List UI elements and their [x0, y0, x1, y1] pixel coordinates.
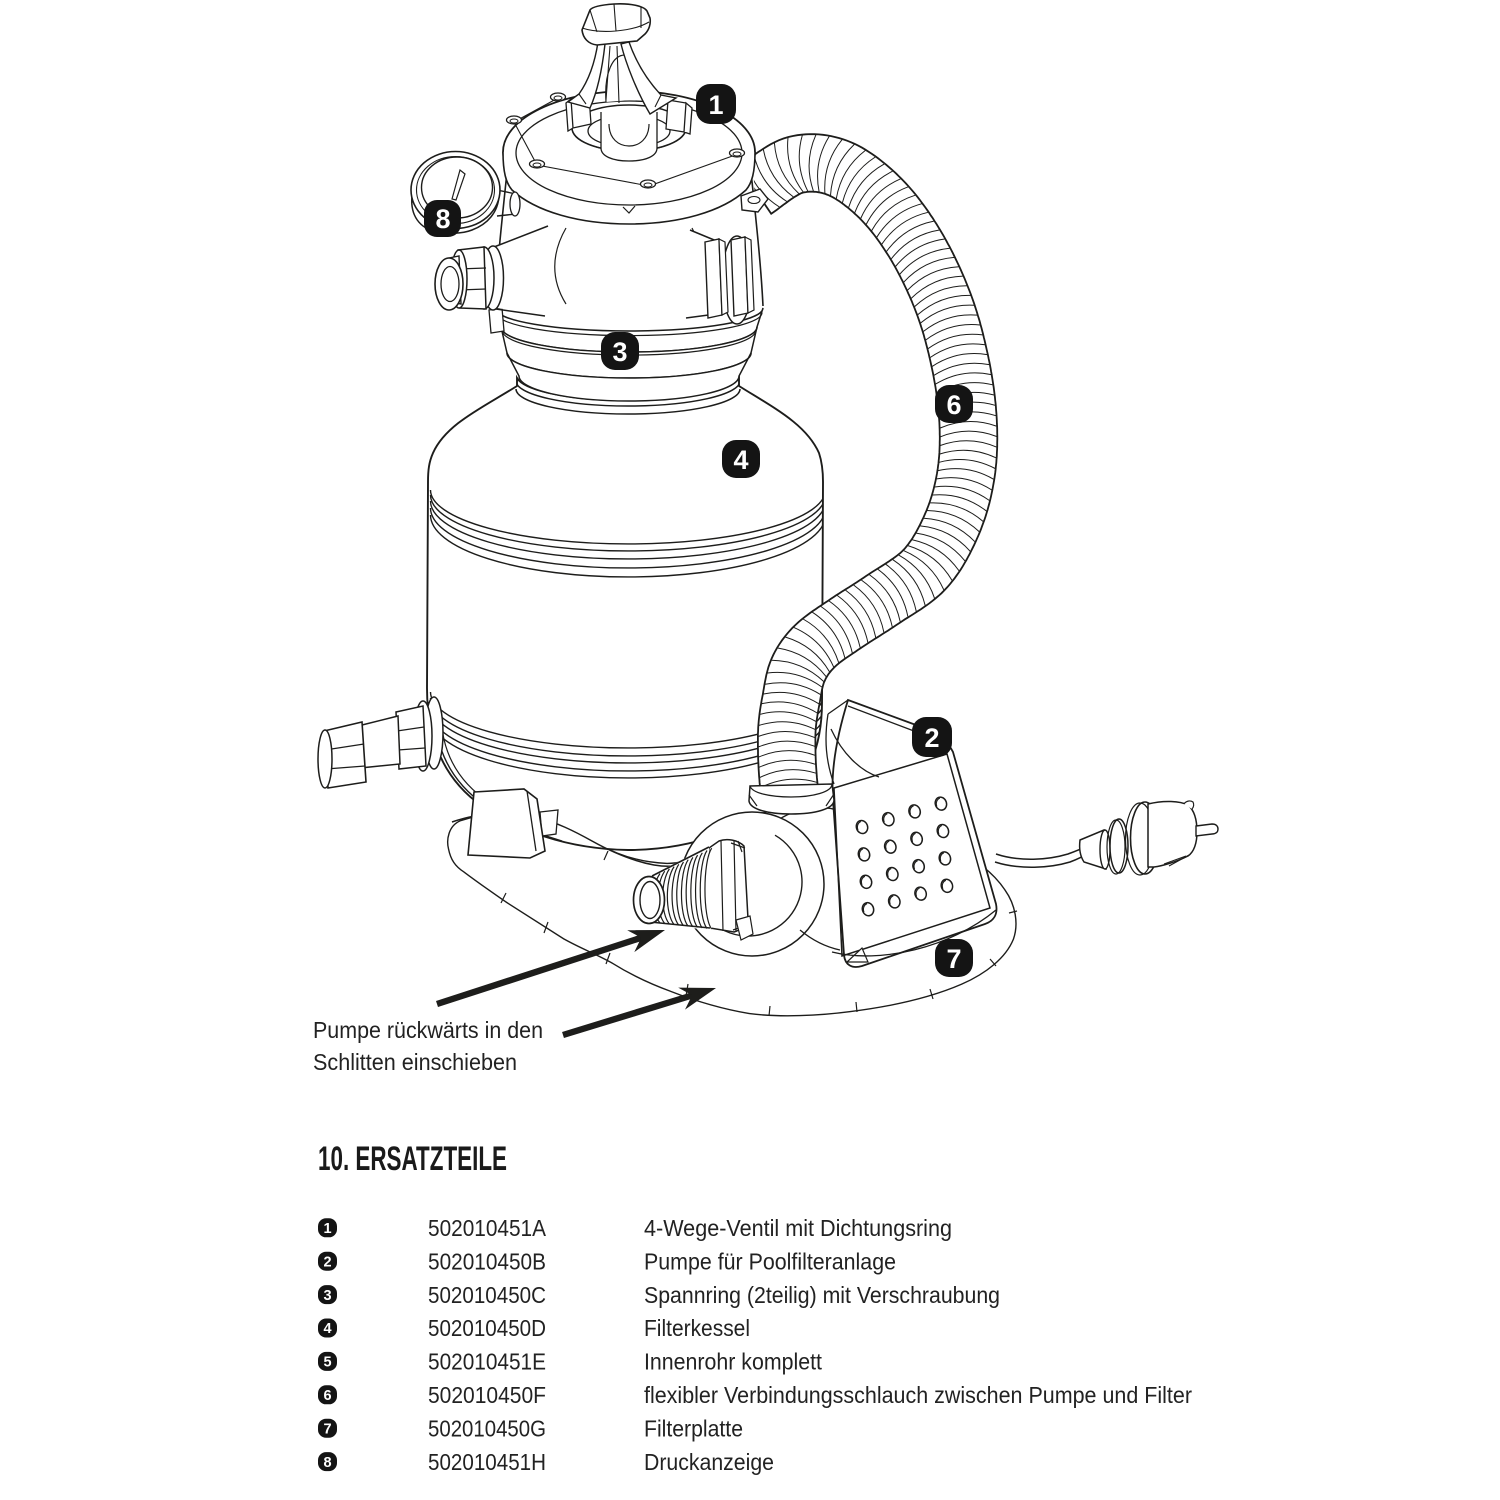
svg-text:6: 6: [946, 390, 961, 420]
svg-text:502010450D: 502010450D: [428, 1315, 546, 1341]
svg-text:2: 2: [924, 723, 939, 753]
svg-text:502010450C: 502010450C: [428, 1282, 546, 1308]
svg-text:502010451H: 502010451H: [428, 1449, 546, 1475]
svg-text:flexibler Verbindungsschlauch: flexibler Verbindungsschlauch zwischen P…: [644, 1382, 1192, 1408]
svg-text:Spannring (2teilig) mit Versch: Spannring (2teilig) mit Verschraubung: [644, 1282, 1000, 1308]
svg-text:Filterplatte: Filterplatte: [644, 1415, 743, 1441]
svg-text:3: 3: [323, 1288, 331, 1304]
svg-text:502010450F: 502010450F: [428, 1382, 546, 1408]
svg-text:3: 3: [612, 337, 627, 367]
svg-text:Filterkessel: Filterkessel: [644, 1315, 750, 1341]
svg-text:4: 4: [323, 1321, 331, 1337]
svg-text:1: 1: [708, 90, 723, 120]
svg-text:Schlitten einschieben: Schlitten einschieben: [313, 1049, 517, 1075]
svg-text:Pumpe rückwärts in den: Pumpe rückwärts in den: [313, 1017, 543, 1043]
svg-text:1: 1: [323, 1221, 331, 1237]
svg-text:10. ERSATZTEILE: 10. ERSATZTEILE: [318, 1140, 507, 1178]
svg-text:6: 6: [323, 1388, 331, 1404]
svg-text:502010450B: 502010450B: [428, 1248, 546, 1274]
svg-text:4-Wege-Ventil mit Dichtungsrin: 4-Wege-Ventil mit Dichtungsring: [644, 1215, 952, 1241]
svg-text:Pumpe für Poolfilteranlage: Pumpe für Poolfilteranlage: [644, 1248, 896, 1274]
svg-text:7: 7: [323, 1421, 331, 1437]
svg-text:7: 7: [946, 944, 961, 974]
svg-text:Innenrohr komplett: Innenrohr komplett: [644, 1349, 822, 1375]
svg-text:502010451A: 502010451A: [428, 1215, 546, 1241]
svg-text:5: 5: [323, 1355, 331, 1371]
svg-text:8: 8: [435, 204, 450, 234]
svg-text:8: 8: [323, 1455, 331, 1471]
svg-text:502010451E: 502010451E: [428, 1349, 546, 1375]
svg-text:502010450G: 502010450G: [428, 1415, 546, 1441]
svg-text:4: 4: [733, 445, 748, 475]
svg-text:Druckanzeige: Druckanzeige: [644, 1449, 774, 1475]
svg-text:2: 2: [323, 1254, 331, 1270]
